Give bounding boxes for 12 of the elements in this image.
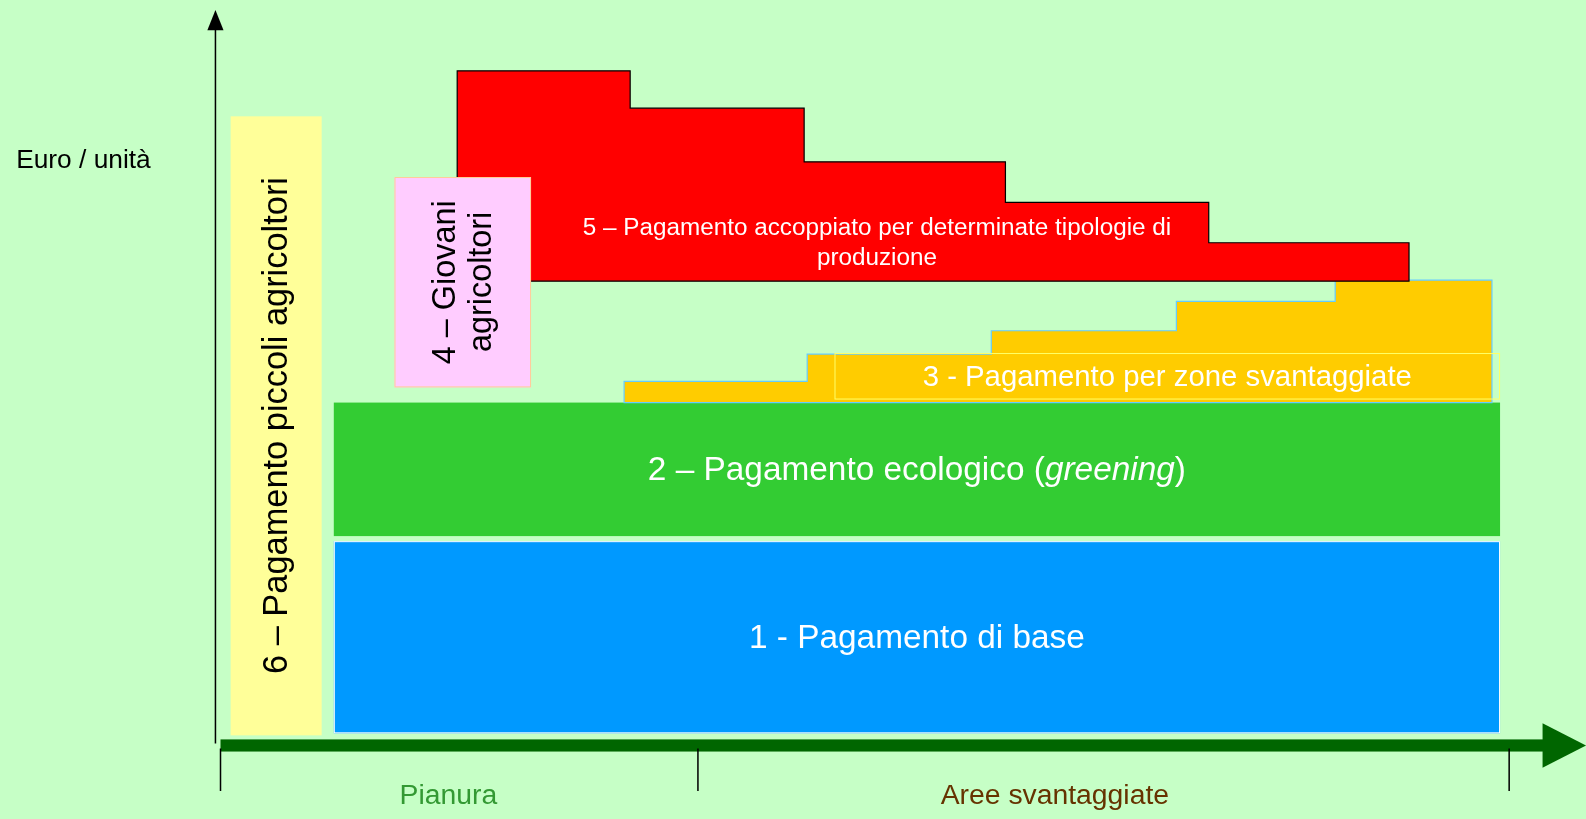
payment-bar: [333, 402, 1501, 537]
bar-label: 4 – Giovani agricoltori: [427, 199, 499, 367]
axis-category-label: Pianura: [399, 778, 498, 812]
payment-band: [394, 177, 532, 388]
axis-label: Euro / unità: [16, 143, 151, 175]
bar-label: 1 - Pagamento di base: [749, 618, 1085, 656]
bar-label: 2 – Pagamento ecologico (greening): [647, 450, 1186, 488]
bar-label: 6 – Pagamento piccoli agricoltori: [257, 177, 296, 675]
axis-category-label: Aree svantaggiate: [940, 778, 1169, 812]
bar-label: 5 – Pagamento accoppiato per determinate tipologie di produzione: [581, 211, 1173, 273]
payment-bar: [333, 541, 1501, 734]
payment-band: [230, 116, 322, 736]
